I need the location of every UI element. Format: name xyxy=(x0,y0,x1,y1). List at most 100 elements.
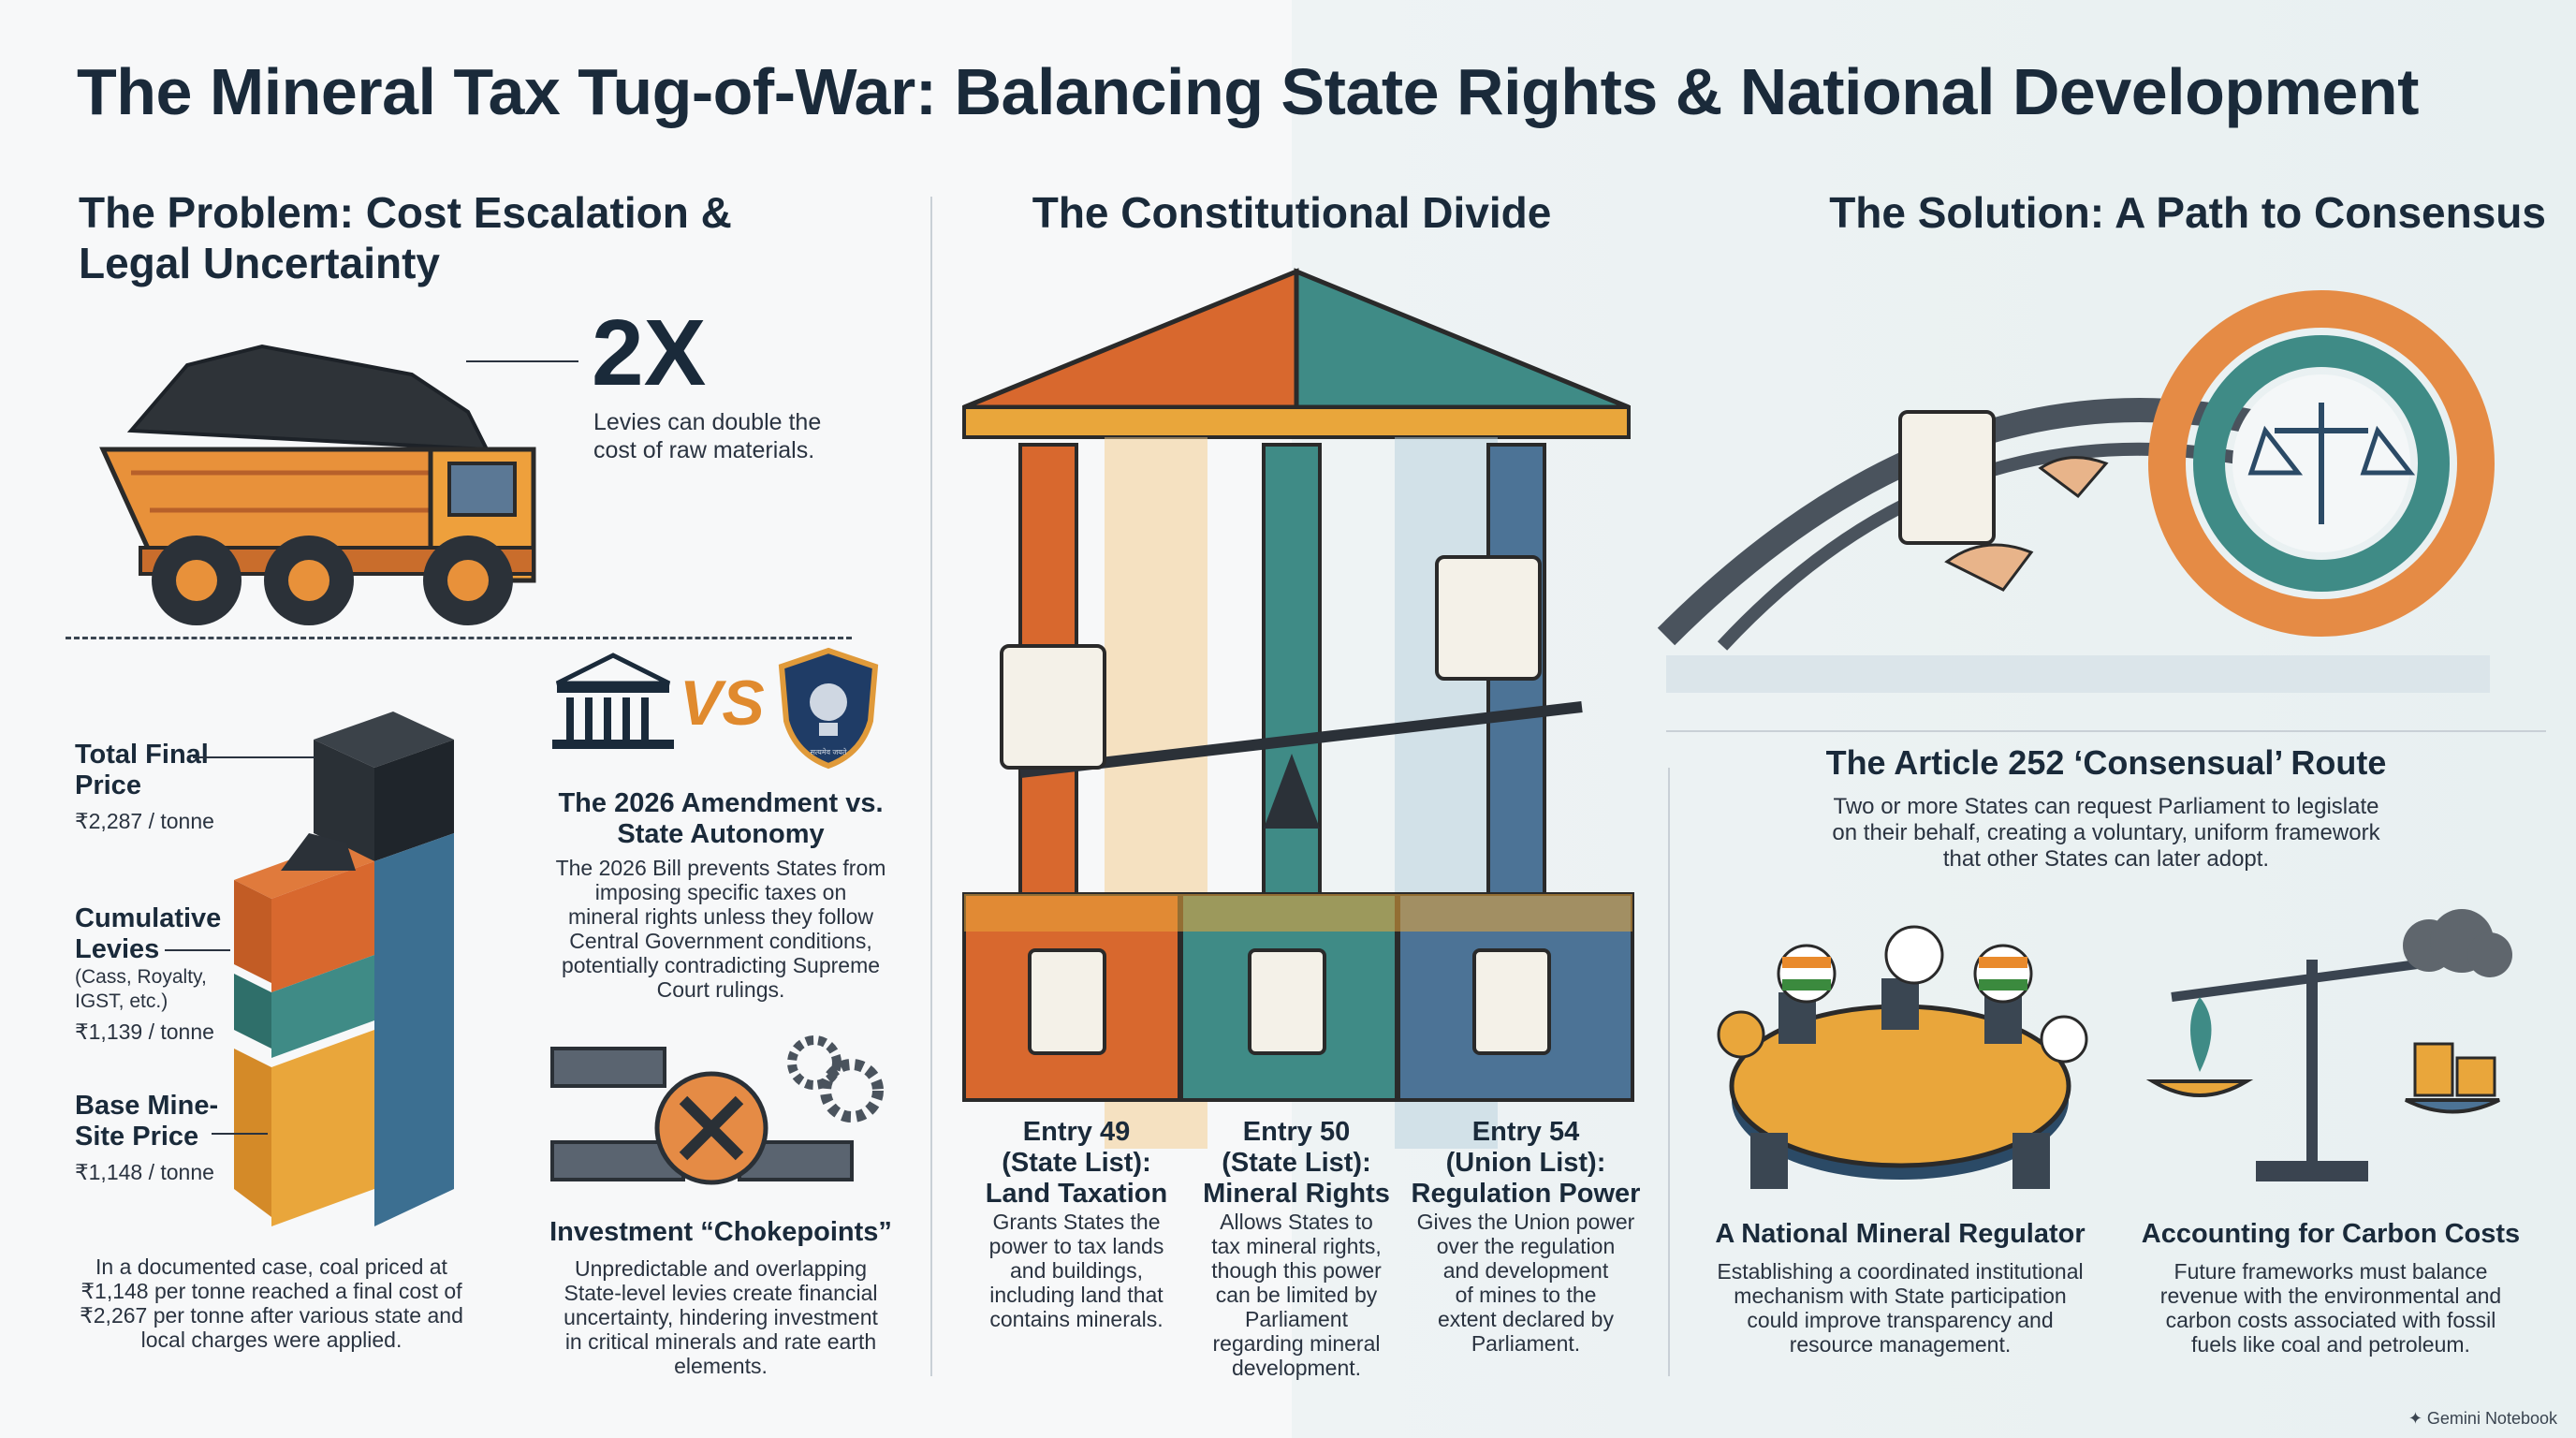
base-price-label: Base Mine- Site Price ₹1,148 / tonne xyxy=(75,1091,218,1184)
total-price-label-line2: Price xyxy=(75,770,141,800)
entry-54-line-2: over the regulation xyxy=(1436,1234,1616,1258)
regulator-line-2: mechanism with State participation xyxy=(1734,1284,2067,1308)
case-line-1: In a documented case, coal priced at xyxy=(95,1255,447,1279)
entry-49-body: Grants States the power to tax lands and… xyxy=(964,1210,1189,1331)
divide-heading: The Constitutional Divide xyxy=(1032,188,1552,237)
chokepoints-title: Investment “Chokepoints” xyxy=(549,1217,892,1247)
stat-caption-line2: cost of raw materials. xyxy=(593,437,815,463)
base-leader-line xyxy=(212,1133,268,1135)
regulator-line-1: Establishing a coordinated institutional xyxy=(1717,1259,2084,1284)
article-252-title: The Article 252 ‘Consensual’ Route xyxy=(1825,743,2387,782)
cumulative-levies-label: Cumulative Levies (Cass, Royalty, IGST, … xyxy=(75,903,221,1044)
round-table-meeting-icon xyxy=(1717,925,2088,1189)
entry-54-title-line1: Entry 54 xyxy=(1471,1117,1580,1147)
entry-49-title-line3: Land Taxation xyxy=(985,1179,1168,1209)
amendment-line-3: mineral rights unless they follow xyxy=(568,904,873,929)
versus-mark: VS xyxy=(680,668,765,739)
amendment-line-4: Central Government conditions, xyxy=(569,929,872,953)
case-line-2: ₹1,148 per tonne reached a final cost of xyxy=(80,1279,462,1303)
entry-50-title-line2: (State List): xyxy=(1222,1148,1371,1178)
footer-text: Gemini Notebook xyxy=(2426,1409,2557,1428)
choke-line-4: in critical minerals and rate earth xyxy=(564,1329,877,1354)
amendment-line-6: Court rulings. xyxy=(656,977,785,1002)
route-line-3: that other States can later adopt. xyxy=(1942,846,2270,872)
cumulative-levies-value: ₹1,139 / tonne xyxy=(75,1020,214,1044)
amendment-title: The 2026 Amendment vs. State Autonomy xyxy=(524,788,917,850)
constitution-temple-illustration xyxy=(962,268,1634,1149)
carbon-balance-scale-icon xyxy=(2145,909,2512,1181)
entry-49-line-5: contains minerals. xyxy=(989,1307,1164,1331)
route-line-1: Two or more States can request Parliamen… xyxy=(1833,794,2379,819)
entry-54-title: Entry 54 (Union List): Regulation Power xyxy=(1404,1117,1647,1210)
footer-brand: ✦ Gemini Notebook xyxy=(2408,1409,2557,1429)
stat-value: 2X xyxy=(592,301,707,405)
entry-54-title-line2: (Union List): xyxy=(1445,1148,1606,1178)
entry-50-line-7: development. xyxy=(1231,1356,1362,1380)
entry-49-title-line1: Entry 49 xyxy=(1022,1117,1131,1147)
entry-54-line-6: Parliament. xyxy=(1471,1331,1581,1356)
bridge-handshake-illustration xyxy=(1657,290,2495,693)
cumulative-levies-sub-line1: (Cass, Royalty, xyxy=(75,966,207,988)
base-price-label-line1: Base Mine- xyxy=(75,1091,219,1121)
ground-line xyxy=(66,637,852,639)
entry-50-line-5: Parliament xyxy=(1245,1307,1348,1331)
entry-54-line-4: of mines to the xyxy=(1455,1283,1597,1307)
chokepoints-body: Unpredictable and overlapping State-leve… xyxy=(524,1256,917,1378)
carbon-line-1: Future frameworks must balance xyxy=(2174,1259,2488,1284)
entry-50-line-4: can be limited by xyxy=(1215,1283,1378,1307)
entry-54-line-5: extent declared by xyxy=(1438,1307,1614,1331)
article-252-body: Two or more States can request Parliamen… xyxy=(1685,794,2527,873)
regulator-body: Establishing a coordinated institutional… xyxy=(1685,1259,2115,1357)
problem-heading: The Problem: Cost Escalation & Legal Unc… xyxy=(79,187,732,288)
route-line-2: on their behalf, creating a voluntary, u… xyxy=(1832,820,2380,845)
solution-heading: The Solution: A Path to Consensus xyxy=(1829,188,2546,237)
cumulative-levies-label-line1: Cumulative xyxy=(75,903,222,933)
case-study-text: In a documented case, coal priced at ₹1,… xyxy=(56,1255,487,1352)
cumulative-levies-sub-line2: IGST, etc.) xyxy=(75,990,168,1012)
problem-heading-line1: The Problem: Cost Escalation & xyxy=(79,188,732,237)
stat-leader-line xyxy=(466,360,578,362)
entry-50-body: Allows States to tax mineral rights, tho… xyxy=(1184,1210,1409,1380)
stat-caption: Levies can double the cost of raw materi… xyxy=(593,408,821,464)
entry-54-body: Gives the Union power over the regulatio… xyxy=(1399,1210,1652,1356)
choke-line-5: elements. xyxy=(674,1354,768,1378)
page-title: The Mineral Tax Tug-of-War: Balancing St… xyxy=(77,55,2419,128)
problem-heading-line2: Legal Uncertainty xyxy=(79,239,440,287)
emblem-motto: सत्यमेव जयते xyxy=(810,748,847,756)
entry-49-line-2: power to tax lands xyxy=(988,1234,1164,1258)
section-divider-left xyxy=(930,197,932,1376)
cumulative-leader-line xyxy=(165,949,230,951)
choke-line-3: uncertainty, hindering investment xyxy=(564,1305,878,1329)
parliament-building-icon xyxy=(552,653,674,749)
carbon-line-2: revenue with the environmental and xyxy=(2159,1284,2502,1308)
entry-54-line-1: Gives the Union power xyxy=(1416,1210,1635,1234)
amendment-title-line1: The 2026 Amendment vs. xyxy=(558,788,884,818)
choke-line-1: Unpredictable and overlapping xyxy=(575,1256,867,1281)
base-price-value: ₹1,148 / tonne xyxy=(75,1160,214,1184)
entry-50-title-line3: Mineral Rights xyxy=(1203,1179,1390,1209)
carbon-body: Future frameworks must balance revenue w… xyxy=(2125,1259,2537,1357)
entry-50-line-3: though this power xyxy=(1211,1258,1382,1283)
dump-truck-icon xyxy=(99,344,536,625)
case-line-4: local charges were applied. xyxy=(140,1328,402,1352)
case-line-3: ₹2,267 per tonne after various state and xyxy=(80,1303,463,1328)
base-price-label-line2: Site Price xyxy=(75,1122,199,1152)
stat-caption-line1: Levies can double the xyxy=(593,409,822,435)
cost-stack-illustration xyxy=(234,712,454,1226)
entry-50-line-6: regarding mineral xyxy=(1212,1331,1381,1356)
entry-54-title-line3: Regulation Power xyxy=(1411,1179,1641,1209)
total-price-label: Total Final Price ₹2,287 / tonne xyxy=(75,740,214,833)
amendment-line-1: The 2026 Bill prevents States from xyxy=(555,856,886,880)
amendment-line-2: imposing specific taxes on xyxy=(594,880,847,904)
total-leader-line xyxy=(193,756,315,758)
state-shield-icon xyxy=(778,647,879,770)
entry-49-line-3: and buildings, xyxy=(1010,1258,1143,1283)
amendment-line-5: potentially contradicting Supreme xyxy=(561,953,881,977)
carbon-title: Accounting for Carbon Costs xyxy=(2141,1219,2521,1249)
entry-50-title-line1: Entry 50 xyxy=(1242,1117,1351,1147)
entry-49-line-4: including land that xyxy=(989,1283,1164,1307)
carbon-line-3: carbon costs associated with fossil xyxy=(2165,1308,2496,1332)
sparkle-icon: ✦ xyxy=(2408,1409,2427,1428)
regulator-line-3: could improve transparency and xyxy=(1747,1308,2054,1332)
amendment-title-line2: State Autonomy xyxy=(617,819,825,849)
